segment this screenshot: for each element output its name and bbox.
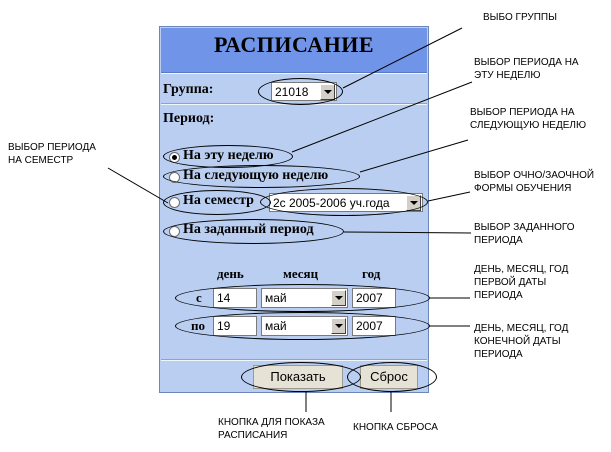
highlight-ellipse bbox=[260, 188, 428, 216]
highlight-ellipse bbox=[163, 219, 344, 244]
highlight-ellipse bbox=[258, 78, 343, 105]
separator bbox=[161, 360, 427, 361]
highlight-ellipse bbox=[175, 312, 430, 340]
year-column-header: год bbox=[362, 266, 381, 281]
separator bbox=[161, 359, 427, 360]
page-title: РАСПИСАНИЕ bbox=[213, 32, 375, 57]
leader-line bbox=[427, 191, 471, 202]
annotation-reset-button: КНОПКА СБРОСА bbox=[353, 422, 438, 433]
day-column-header: день bbox=[217, 266, 244, 281]
period-label: Период: bbox=[163, 111, 215, 126]
month-column-header: месяц bbox=[283, 266, 319, 281]
leader-line bbox=[291, 81, 473, 153]
title-bar bbox=[161, 28, 427, 73]
separator bbox=[161, 73, 427, 74]
highlight-ellipse bbox=[347, 362, 437, 392]
highlight-ellipse bbox=[163, 165, 360, 188]
group-label: Группа: bbox=[163, 82, 214, 97]
leader-line bbox=[359, 139, 469, 173]
annotation-group: ВЫБО ГРУППЫ bbox=[483, 12, 557, 23]
leader-line bbox=[342, 27, 463, 89]
leader-line bbox=[343, 231, 472, 234]
leader-line bbox=[107, 167, 169, 204]
